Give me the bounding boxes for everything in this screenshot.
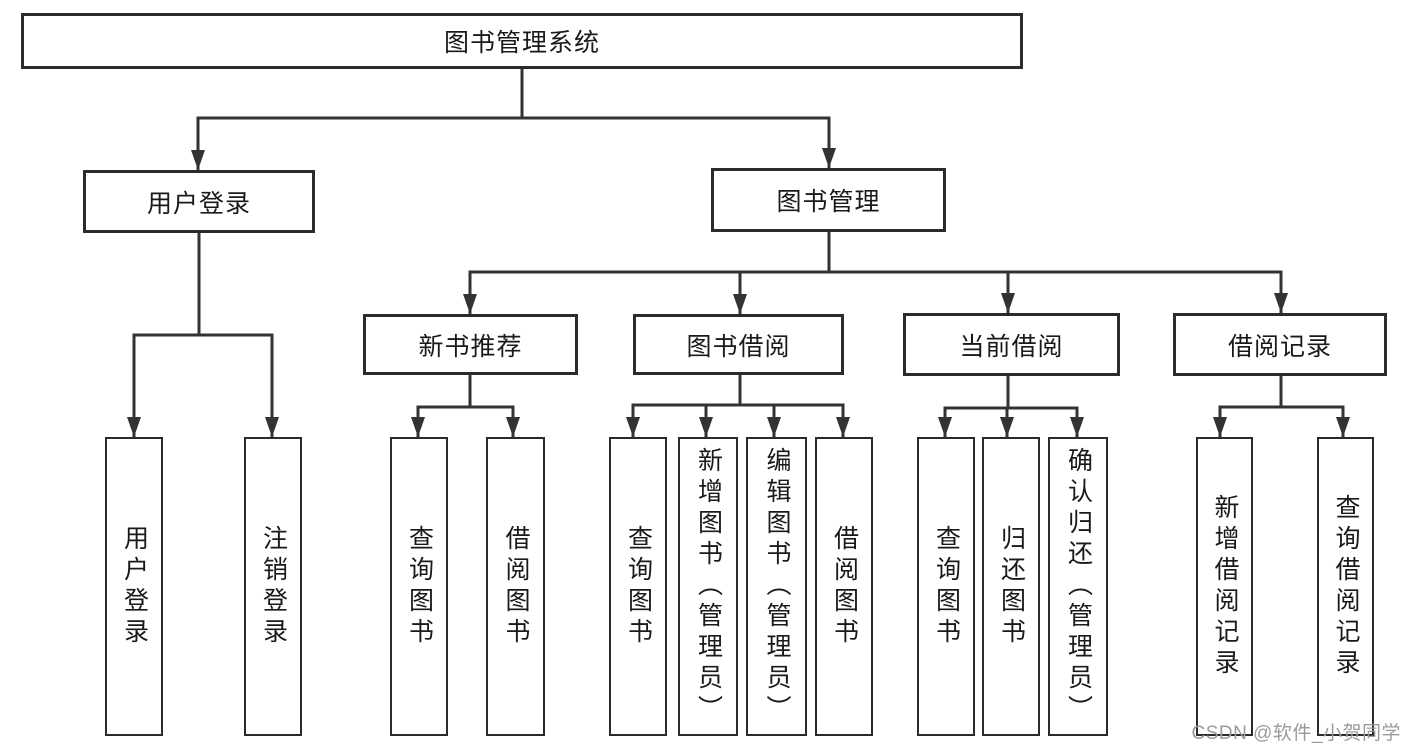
leaf-nb-borrow-books: 借阅图书 (486, 437, 545, 736)
leaf-label: 借阅图书 (830, 524, 859, 649)
leaf-label: 注销登录 (259, 524, 288, 649)
node-borrow-records: 借阅记录 (1173, 313, 1387, 376)
leaf-label: 用户登录 (120, 524, 149, 649)
node-book-management: 图书管理 (711, 168, 946, 232)
node-label: 图书管理系统 (443, 29, 600, 57)
csdn-watermark: CSDN @软件_小贺同学 (1191, 723, 1401, 744)
leaf-br-query-record: 查询借阅记录 (1317, 437, 1374, 736)
connector-user-login-to-leaves (132, 233, 274, 437)
node-label: 图书管理 (776, 188, 881, 216)
leaf-cb-return-books: 归还图书 (982, 437, 1040, 736)
connector-book-management-to-level3 (468, 232, 1283, 314)
node-label: 图书借阅 (686, 332, 791, 361)
connector-root-to-level2 (196, 69, 831, 170)
leaf-label: 查询借阅记录 (1332, 493, 1360, 680)
connector-current-borrow-to-leaves (943, 376, 1079, 437)
node-book-borrow: 图书借阅 (633, 314, 844, 375)
leaf-label: 查询图书 (932, 524, 961, 649)
leaf-label: 新增借阅记录 (1211, 493, 1239, 680)
arrowheads (127, 148, 1350, 437)
node-label: 新书推荐 (418, 332, 523, 361)
connector-book-borrow-to-leaves (631, 375, 845, 437)
leaf-label: 查询图书 (624, 524, 653, 649)
node-new-book-recommend: 新书推荐 (363, 314, 578, 375)
leaf-bb-query-books: 查询图书 (609, 437, 667, 736)
node-user-login: 用户登录 (83, 170, 315, 233)
leaf-bb-borrow-books: 借阅图书 (815, 437, 873, 736)
leaf-logout: 注销登录 (244, 437, 302, 736)
node-label: 当前借阅 (959, 332, 1064, 361)
leaf-label: 新增图书（管理员） (694, 447, 723, 726)
leaf-bb-edit-books-admin: 编辑图书（管理员） (746, 437, 807, 736)
leaf-label: 查询图书 (405, 524, 434, 649)
leaf-cb-confirm-return-admin: 确认归还（管理员） (1048, 437, 1108, 736)
node-label: 用户登录 (146, 189, 251, 218)
leaf-user-login: 用户登录 (105, 437, 163, 736)
leaf-br-add-record: 新增借阅记录 (1196, 437, 1253, 736)
connector-borrow-records-to-leaves (1218, 376, 1345, 437)
leaf-cb-query-books: 查询图书 (917, 437, 975, 736)
leaf-nb-query-books: 查询图书 (390, 437, 448, 736)
node-current-borrow: 当前借阅 (903, 313, 1120, 376)
leaf-label: 编辑图书（管理员） (763, 447, 791, 726)
node-label: 借阅记录 (1227, 332, 1332, 361)
connector-new-book-to-leaves (416, 375, 515, 437)
leaf-label: 确认归还（管理员） (1064, 447, 1093, 726)
leaf-label: 借阅图书 (502, 524, 530, 649)
leaf-bb-add-books-admin: 新增图书（管理员） (678, 437, 738, 736)
node-root-library-system: 图书管理系统 (21, 13, 1023, 69)
leaf-label: 归还图书 (997, 524, 1026, 649)
